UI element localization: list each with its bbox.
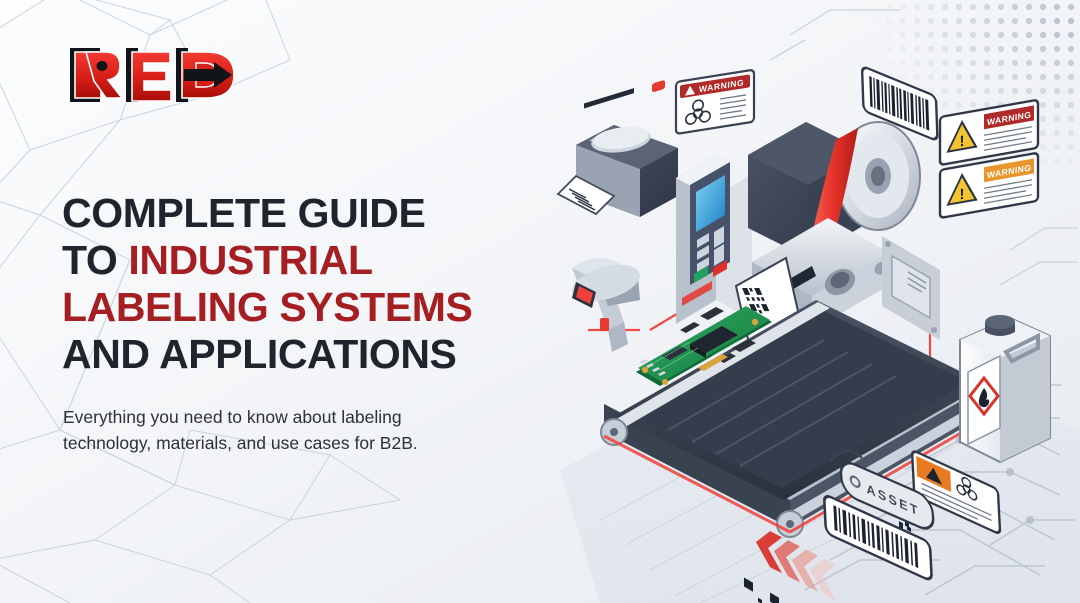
headline-line-2-red: INDUSTRIAL: [128, 237, 373, 283]
machine-lcd-screen: [696, 175, 725, 232]
headline-line-1: COMPLETE GUIDE: [62, 190, 426, 236]
svg-text:!: !: [959, 186, 964, 204]
headline-line-3: LABELING SYSTEMS: [62, 284, 473, 330]
desktop-label-printer: [556, 80, 678, 217]
ghs-flammable-label: [967, 354, 1001, 446]
headline-line-2: TO INDUSTRIAL: [62, 237, 562, 284]
ghs-hazard-label-orange: [911, 450, 1002, 534]
asset-hang-tag: ASSET: [829, 449, 935, 530]
conveyor-belt: [600, 300, 1010, 538]
machine-control-panel: [690, 162, 730, 285]
svg-text:!: !: [959, 133, 964, 151]
barcode-label-bottom: [823, 495, 933, 581]
status-led-red: [713, 260, 727, 277]
status-led-green: [694, 266, 708, 283]
page-title: COMPLETE GUIDE TO INDUSTRIAL LABELING SY…: [62, 190, 562, 378]
logo-text-red: [70, 48, 235, 102]
barcode-label-top: [861, 66, 939, 141]
headline-line-4: AND APPLICATIONS: [62, 331, 457, 377]
printed-label-strip: [556, 174, 616, 216]
circuit-traces-upper: [769, 9, 1078, 286]
polygon-mesh: [0, 0, 402, 603]
subtitle-line-2: technology, materials, and use cases for…: [63, 433, 418, 453]
warning-label-amber-triangle: ! WARNING: [938, 152, 1040, 219]
brand-logo[interactable]: [64, 44, 244, 106]
headline-line-2-dark: TO: [62, 237, 129, 283]
chemical-jerrycan: [959, 315, 1051, 464]
chevron-arrows: [756, 531, 836, 601]
warning-label-biohazard: WARNING: [674, 69, 756, 135]
pcb-circuit-board: [636, 306, 772, 386]
subtitle-line-1: Everything you need to know about labeli…: [63, 407, 402, 427]
barcode-scanner: [572, 258, 640, 352]
page-subtitle: Everything you need to know about labeli…: [63, 404, 503, 456]
warning-label-red-triangle: ! WARNING: [938, 99, 1040, 166]
